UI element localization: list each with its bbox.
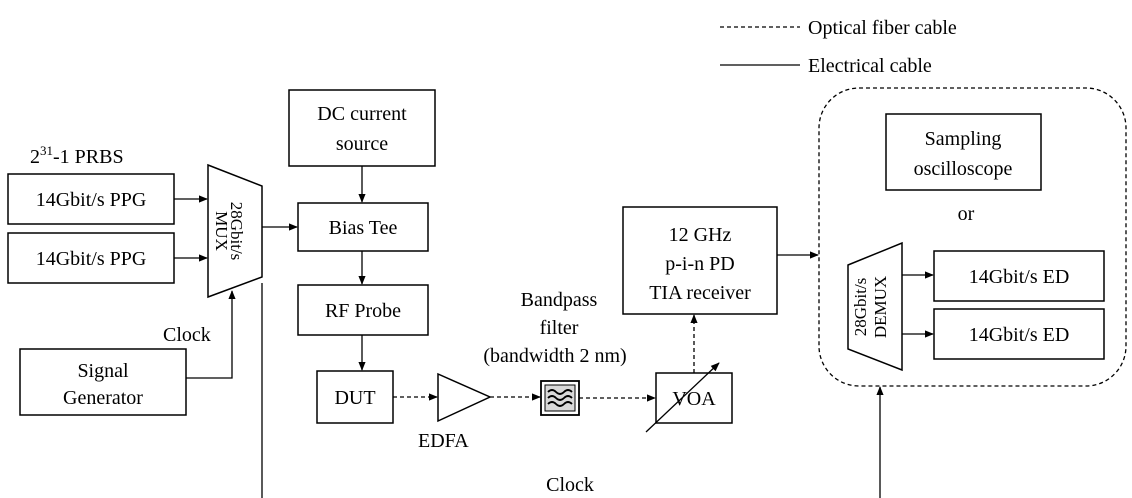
receiver-line2: p-i-n PD (665, 253, 734, 275)
clock-left-label: Clock (163, 324, 211, 346)
sampling-oscilloscope-box (885, 113, 1042, 191)
dut-box (316, 370, 394, 424)
prbs-exponent: 31 (40, 143, 53, 158)
receiver-box (622, 206, 778, 315)
ed-bottom-box (933, 308, 1105, 360)
signal-generator-to-mux (186, 290, 236, 379)
bias-tee-label: Bias Tee (329, 217, 398, 239)
prbs-label: 231-1 PRBS (30, 143, 124, 168)
voa-box (655, 372, 733, 424)
prbs-rest: -1 PRBS (53, 146, 124, 168)
dut-label: DUT (334, 387, 375, 409)
demux-label-line1: 28Gbit/s (851, 278, 870, 337)
receiver-line1: 12 GHz (669, 224, 732, 246)
mux-label-line1: 28Gbit/s (227, 202, 246, 261)
voa-variable-arrow (645, 362, 720, 433)
ppg-bottom-box (7, 232, 175, 284)
legend-electrical-label: Electrical cable (808, 55, 932, 77)
sampling-line1: Sampling (925, 128, 1002, 150)
ed-top-box (933, 250, 1105, 302)
signal-generator-box (19, 348, 187, 416)
ppg-bottom-label: 14Gbit/s PPG (36, 248, 147, 270)
bandpass-label-line2: filter (540, 317, 579, 339)
dc-current-source-box (288, 89, 436, 167)
bandpass-filter-icon (540, 380, 580, 416)
analyzer-group-border (818, 87, 1127, 387)
receiver-line3: TIA receiver (649, 282, 751, 304)
ed-top-label: 14Gbit/s ED (969, 266, 1070, 288)
dc-source-line1: DC current (317, 103, 407, 125)
dc-source-line2: source (336, 133, 388, 155)
signal-generator-line1: Signal (77, 360, 129, 382)
rf-probe-box (297, 284, 429, 336)
legend-optical-label: Optical fiber cable (808, 17, 957, 39)
mux-label-line2: MUX (212, 211, 231, 251)
voa-label: VOA (672, 388, 716, 410)
bias-tee-box (297, 202, 429, 252)
prbs-base: 2 (30, 146, 40, 168)
bandpass-label-line3: (bandwidth 2 nm) (483, 345, 626, 367)
ppg-top-box (7, 173, 175, 225)
legend: Optical fiber cable Electrical cable (720, 17, 957, 77)
bandpass-label-line1: Bandpass (521, 289, 598, 311)
ppg-top-label: 14Gbit/s PPG (36, 189, 147, 211)
ed-bottom-label: 14Gbit/s ED (969, 324, 1070, 346)
clock-bottom-label: Clock (546, 474, 594, 496)
rf-probe-label: RF Probe (325, 300, 401, 322)
edfa-label: EDFA (418, 430, 469, 452)
mux-block (207, 163, 263, 299)
or-label: or (958, 203, 975, 225)
signal-generator-line2: Generator (63, 387, 143, 409)
demux-block (847, 241, 903, 372)
demux-label-line2: DEMUX (871, 276, 890, 338)
sampling-line2: oscilloscope (914, 158, 1013, 180)
edfa-amplifier (437, 372, 492, 423)
